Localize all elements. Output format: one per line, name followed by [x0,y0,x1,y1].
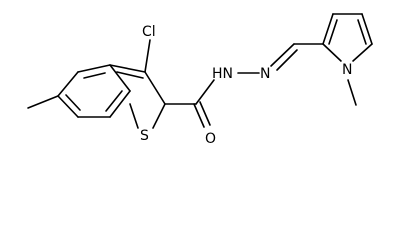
molecule-drawing: Cl S O HN N N [27,13,373,147]
bond-benzene-fused-right [109,64,131,92]
atom-pyrrole-n: N [342,62,352,78]
bond-methyl-benzene [27,95,59,109]
bond-pyrrole-n-c2 [322,43,342,62]
bond-thiophene-s-left [129,103,139,129]
bond-group [27,13,373,129]
bond-thiophene-s-right [152,103,166,129]
bond-benzene-bottom-right [109,90,131,118]
atom-label-group: Cl S O HN N N [140,24,352,147]
bond-pyrrole-c5-n [352,43,373,62]
atom-sulfur: S [140,128,149,144]
bond-carbonyl-double-a [193,103,205,128]
atom-chlorine: Cl [142,24,156,40]
bond-pyrrole-c4-c5 [361,13,373,45]
bond-thiophene-c2 [144,71,166,105]
bond-pyrrole-c2-c3 [322,13,334,45]
structure-canvas: Cl S O HN N N [27,13,373,147]
bond-n-ch-double [276,49,298,71]
bond-benzene-top [57,71,79,97]
bond-pyrrole-c4-c5-inner [357,19,367,45]
atom-hydrazone-n: N [260,66,270,82]
bond-pyrrole-c2-c3-inner [328,19,338,45]
bond-benzene-left [57,95,79,118]
bond-benzene-inner-1 [83,72,106,79]
bond-carbonyl-double-b [199,101,211,126]
bond-n-ch [270,43,295,67]
bond-benzene-inner-2 [105,90,123,112]
bond-amide-n [195,79,215,105]
bond-thiophene-c3 [109,64,146,73]
bond-benzene-top-right [77,64,111,73]
bond-n-methyl [347,79,357,106]
atom-oxygen: O [205,131,216,147]
bond-benzene-inner-3 [65,94,81,111]
bond-thiophene-c3-inner [116,71,144,79]
bond-chloro [144,39,151,73]
atom-amide-nh: HN [212,66,233,82]
